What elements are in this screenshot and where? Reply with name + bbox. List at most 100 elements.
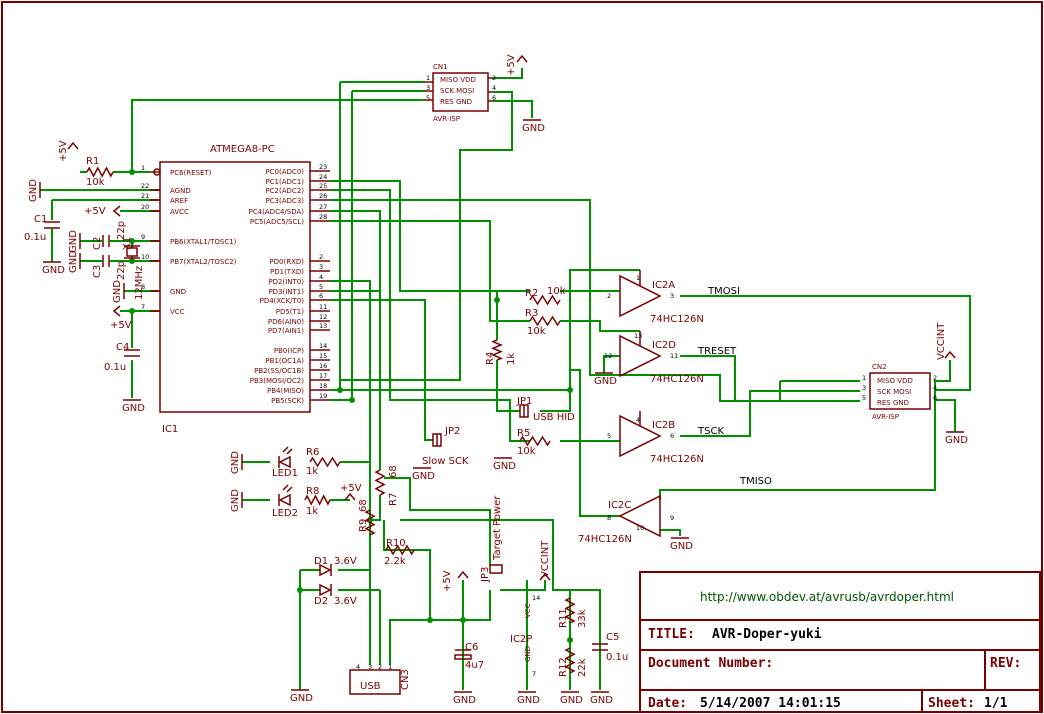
mcu-pin-17: PB3(MOSI/OC2) — [250, 377, 304, 385]
svg-text:23: 23 — [319, 163, 327, 171]
svg-text:1k: 1k — [306, 506, 318, 517]
svg-text:USB HID: USB HID — [533, 412, 575, 423]
svg-text:JP1: JP1 — [516, 396, 532, 407]
svg-text:1: 1 — [636, 274, 640, 282]
svg-text:25: 25 — [319, 182, 327, 190]
mcu-pin-21: AREF — [170, 197, 188, 205]
svg-text:22k: 22k — [577, 658, 588, 677]
svg-text:IC2C: IC2C — [608, 500, 631, 511]
mcu-ref: IC1 — [162, 424, 178, 435]
svg-text:VCC: VCC — [524, 603, 532, 618]
svg-text:R10: R10 — [386, 538, 406, 549]
mcu-pin-6: PD4(XCK/T0) — [260, 297, 305, 305]
mcu-left-pins: PC6(RESET)1AGND22AREF21AVCC20PB6(XTAL1/T… — [141, 164, 237, 316]
resistor-r3 — [529, 315, 561, 327]
svg-text:9: 9 — [141, 233, 145, 241]
svg-text:GND: GND — [230, 489, 241, 512]
buffer-ic2c: IC2C 74HC126N 8 9 10 — [578, 494, 674, 545]
svg-text:GND: GND — [590, 695, 613, 706]
svg-text:IC2A: IC2A — [652, 280, 675, 291]
svg-text:13: 13 — [634, 332, 642, 340]
mcu-pin-27: PC4(ADC4/SDA) — [249, 208, 305, 216]
svg-text:GND: GND — [945, 435, 968, 446]
svg-text:1: 1 — [862, 374, 866, 382]
mcu-pin-19: PB5(SCK) — [271, 397, 304, 405]
svg-text:3.6V: 3.6V — [334, 556, 357, 567]
svg-text:GND: GND — [230, 451, 241, 474]
svg-text:+5V: +5V — [84, 206, 106, 217]
cn2-row-3: RES GND — [877, 399, 909, 407]
svg-text:GND: GND — [28, 179, 39, 202]
svg-text:74HC126N: 74HC126N — [650, 454, 704, 465]
mcu-pin-1: PC6(RESET) — [170, 169, 212, 177]
gnd-symbol: GND — [122, 399, 145, 414]
mcu-pin-28: PC5(ADC5/SCL) — [250, 218, 304, 226]
svg-text:18: 18 — [319, 382, 327, 390]
svg-text:IC2P: IC2P — [510, 634, 532, 645]
svg-text:GND: GND — [560, 695, 583, 706]
gnd-symbol: GND — [412, 467, 435, 482]
svg-text:GND: GND — [412, 471, 435, 482]
date-label: Date: — [648, 696, 687, 711]
title-label: TITLE: — [648, 627, 695, 642]
vcc-symbol: +5V — [110, 305, 132, 331]
cn1-row-1: MISO VDD — [440, 76, 476, 84]
mcu-pin-9: PB6(XTAL1/TOSC1) — [170, 238, 237, 246]
svg-text:68: 68 — [388, 465, 399, 478]
svg-text:GND: GND — [517, 695, 540, 706]
mcu-pin-25: PC2(ADC2) — [265, 187, 304, 195]
resistor-r4 — [491, 339, 503, 361]
svg-text:+5V: +5V — [58, 140, 69, 162]
svg-text:3.6V: 3.6V — [334, 596, 357, 607]
gnd-symbol: GND — [290, 689, 313, 704]
svg-text:26: 26 — [319, 192, 327, 200]
title-url: http://www.obdev.at/avrusb/avrdoper.html — [700, 590, 954, 604]
vcc-symbol: +5V — [58, 140, 79, 162]
svg-text:13: 13 — [319, 322, 327, 330]
svg-text:6: 6 — [933, 394, 937, 402]
svg-text:X1: X1 — [122, 237, 133, 250]
svg-text:10k: 10k — [86, 177, 105, 188]
cn2-ref: CN2 — [872, 363, 887, 371]
resistor-r7 — [374, 469, 386, 496]
mcu-pin-23: PC0(ADC0) — [265, 168, 304, 176]
usb-cn3: USB CN3 4 3 2 1 — [349, 663, 411, 695]
mcu-pin-20: AVCC — [170, 208, 189, 216]
svg-text:8: 8 — [141, 283, 145, 291]
svg-text:1k: 1k — [506, 353, 517, 365]
svg-text:10k: 10k — [527, 326, 546, 337]
svg-text:2: 2 — [492, 74, 496, 82]
svg-text:24: 24 — [319, 173, 327, 181]
gnd-symbol: GND — [594, 372, 617, 387]
svg-text:11: 11 — [319, 303, 327, 311]
buffer-ic2b: IC2B 74HC126N 5 6 4 — [607, 411, 704, 465]
gnd-symbol: GND — [453, 691, 476, 706]
svg-text:+5V: +5V — [110, 320, 132, 331]
gnd-symbol: GND — [517, 691, 540, 706]
svg-text:6: 6 — [492, 94, 496, 102]
vccint-label: VCCINT — [936, 322, 947, 360]
svg-text:R7: R7 — [388, 493, 399, 506]
svg-text:+5V: +5V — [506, 54, 517, 76]
mcu-pin-16: PB2(SS/OC1B) — [254, 367, 304, 375]
svg-text:0.1u: 0.1u — [104, 362, 126, 373]
svg-text:27: 27 — [319, 203, 327, 211]
net-tmosi: TMOSI — [707, 286, 740, 297]
diodes: D1 3.6V D2 3.6V — [314, 556, 357, 607]
ic2p-power: IC2P VCC GND 14 7 — [510, 594, 540, 678]
capacitors: C1 0.1u C2 22p C3 22p C4 0.1u C5 0.1u C6… — [24, 214, 628, 671]
svg-text:LED2: LED2 — [272, 508, 298, 519]
svg-text:0.1u: 0.1u — [606, 652, 628, 663]
svg-text:3: 3 — [319, 263, 323, 271]
mcu-pin-12: PD6(AIN0) — [268, 318, 304, 326]
svg-text:74HC126N: 74HC126N — [650, 314, 704, 325]
gnd-symbol: GND — [560, 691, 583, 706]
svg-text:GND: GND — [493, 461, 516, 472]
rev-label: REV: — [990, 656, 1021, 671]
vccint-label: VCCINT — [540, 540, 551, 578]
svg-text:R1: R1 — [86, 156, 99, 167]
svg-text:2.2k: 2.2k — [384, 556, 406, 567]
vcc-symbol — [539, 572, 551, 581]
svg-text:2: 2 — [607, 292, 611, 300]
